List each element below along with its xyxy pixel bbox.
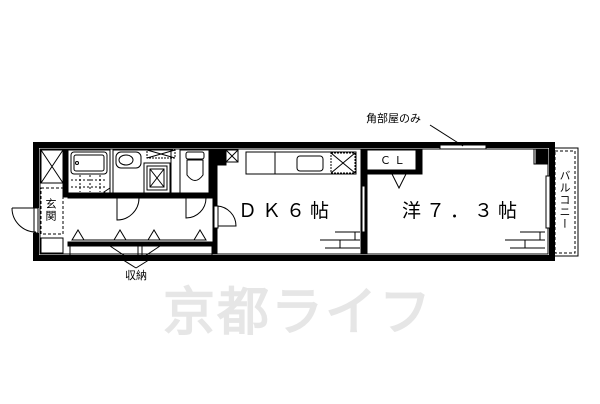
- room-label-dk: ＤＫ６帖: [238, 200, 335, 222]
- entrance-label: 玄関: [44, 198, 57, 222]
- wash-basin: [115, 151, 142, 169]
- kitchen-sink: [296, 155, 324, 172]
- storage-1: [69, 245, 139, 257]
- corner-room-annotation: 角部屋のみ: [366, 112, 421, 125]
- storage-2: [141, 245, 213, 257]
- stove: [330, 152, 356, 174]
- closet-label: ＣＬ: [380, 154, 408, 167]
- balcony: [551, 147, 579, 257]
- bathtub: [70, 151, 108, 175]
- storage-label: 収納: [125, 269, 147, 282]
- entrance-floor: [40, 187, 64, 235]
- balcony-label: バルコニー: [558, 170, 571, 230]
- kitchen-counter: [245, 151, 357, 175]
- toilet-bowl: [186, 159, 204, 181]
- watermark: 京都ライフ: [163, 283, 434, 343]
- toilet-tank: [185, 151, 205, 160]
- room-label-western: 洋７．３帖: [402, 200, 523, 222]
